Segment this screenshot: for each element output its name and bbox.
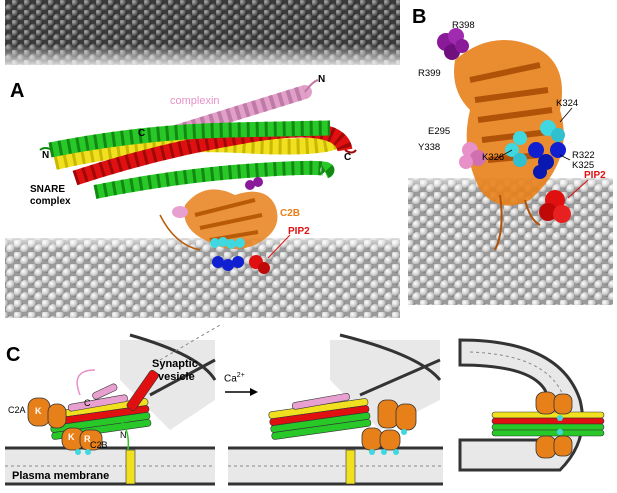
snare-n-terminus-label: N (42, 150, 50, 161)
c2b-domain-ribbon (159, 189, 278, 251)
panel-b-letter: B (412, 6, 427, 28)
panel-c-state-2 (228, 333, 443, 486)
panel-a-letter: A (10, 80, 25, 102)
r399-label: R399 (418, 68, 441, 79)
lysine-k-label-2: K (68, 432, 75, 442)
panel-c-state-1 (5, 324, 221, 486)
c2a-label: C2A (8, 405, 26, 415)
plasma-membrane-label: Plasma membrane (12, 470, 110, 482)
snare-label-line2: complex (30, 196, 71, 207)
k326-label: K326 (482, 152, 505, 163)
snare-c-terminus-label: C (344, 152, 352, 163)
panel-b (408, 5, 613, 305)
residue-spheres-a (210, 177, 270, 274)
snare-label-line1: SNARE (30, 184, 66, 195)
pip2-label-b: PIP2 (584, 170, 606, 181)
c2b-label: C2B (280, 208, 301, 219)
k324-label: K324 (556, 98, 579, 109)
r322-label: R322 (572, 150, 595, 161)
k325-label: K325 (572, 160, 595, 171)
y338-label: Y338 (418, 142, 441, 153)
arginine-r-label: R (84, 434, 91, 444)
synaptic-vesicle-label-line2: vesicle (158, 371, 195, 383)
complexin-c-label-c: C (84, 398, 91, 408)
calcium-arrow (225, 388, 258, 396)
residue-spheres-b (437, 28, 571, 223)
c2b-label-c: C2B (90, 440, 108, 450)
synaptic-vesicle-label-line1: Synaptic (152, 358, 198, 370)
pip2-label-a: PIP2 (288, 226, 310, 237)
panel-c (5, 324, 605, 486)
snare-helices (39, 120, 357, 199)
complexin-n-terminus-label: N (318, 74, 326, 85)
e295-label: E295 (428, 126, 451, 137)
plasma-membrane-surface (5, 238, 400, 318)
complexin-label: complexin (170, 95, 220, 107)
lysine-k-label: K (35, 406, 42, 416)
panel-a (5, 0, 400, 318)
panel-c-state-3 (458, 338, 605, 472)
calcium-label: Ca2+ (224, 372, 245, 385)
complexin-c-terminus-label: C (138, 128, 146, 139)
panel-c-letter: C (6, 344, 21, 366)
syntaxin-n-label-c: N (120, 430, 127, 440)
r398-label: R398 (452, 20, 475, 31)
